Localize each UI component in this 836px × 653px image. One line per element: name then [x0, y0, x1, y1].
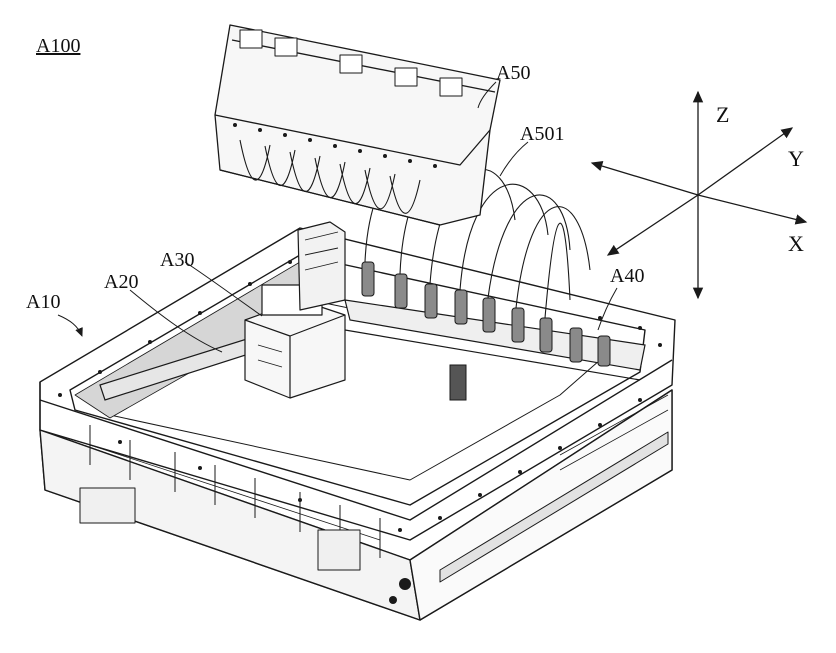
lid: [214, 24, 501, 226]
x-axis-label: X: [788, 231, 804, 256]
assembly-label: A100: [36, 35, 81, 57]
axis-triad: [590, 90, 808, 300]
lid-label: A50: [496, 62, 531, 84]
y-axis-arrow-back: [606, 194, 699, 256]
leader-a10: [57, 314, 83, 337]
head-row-label: A40: [610, 265, 645, 287]
y-axis-arrow: [697, 127, 794, 196]
leader-a40: [597, 287, 618, 331]
carriage: [244, 221, 346, 399]
leader-a50: [477, 81, 497, 109]
base-frame-label: A10: [26, 291, 61, 313]
y-axis-label: Y: [788, 146, 804, 171]
leader-lines: [57, 81, 618, 353]
leader-a30: [184, 261, 263, 317]
leader-a501: [499, 141, 529, 177]
carriage-label: A30: [160, 249, 195, 271]
x-axis-arrow: [697, 194, 808, 225]
head-row: [344, 261, 646, 401]
x-axis-arrow-back: [590, 161, 699, 196]
z-axis-label: Z: [716, 102, 730, 127]
leader-a20: [129, 289, 223, 353]
tubes-label: A501: [520, 123, 565, 145]
rail-label: A20: [104, 271, 139, 293]
